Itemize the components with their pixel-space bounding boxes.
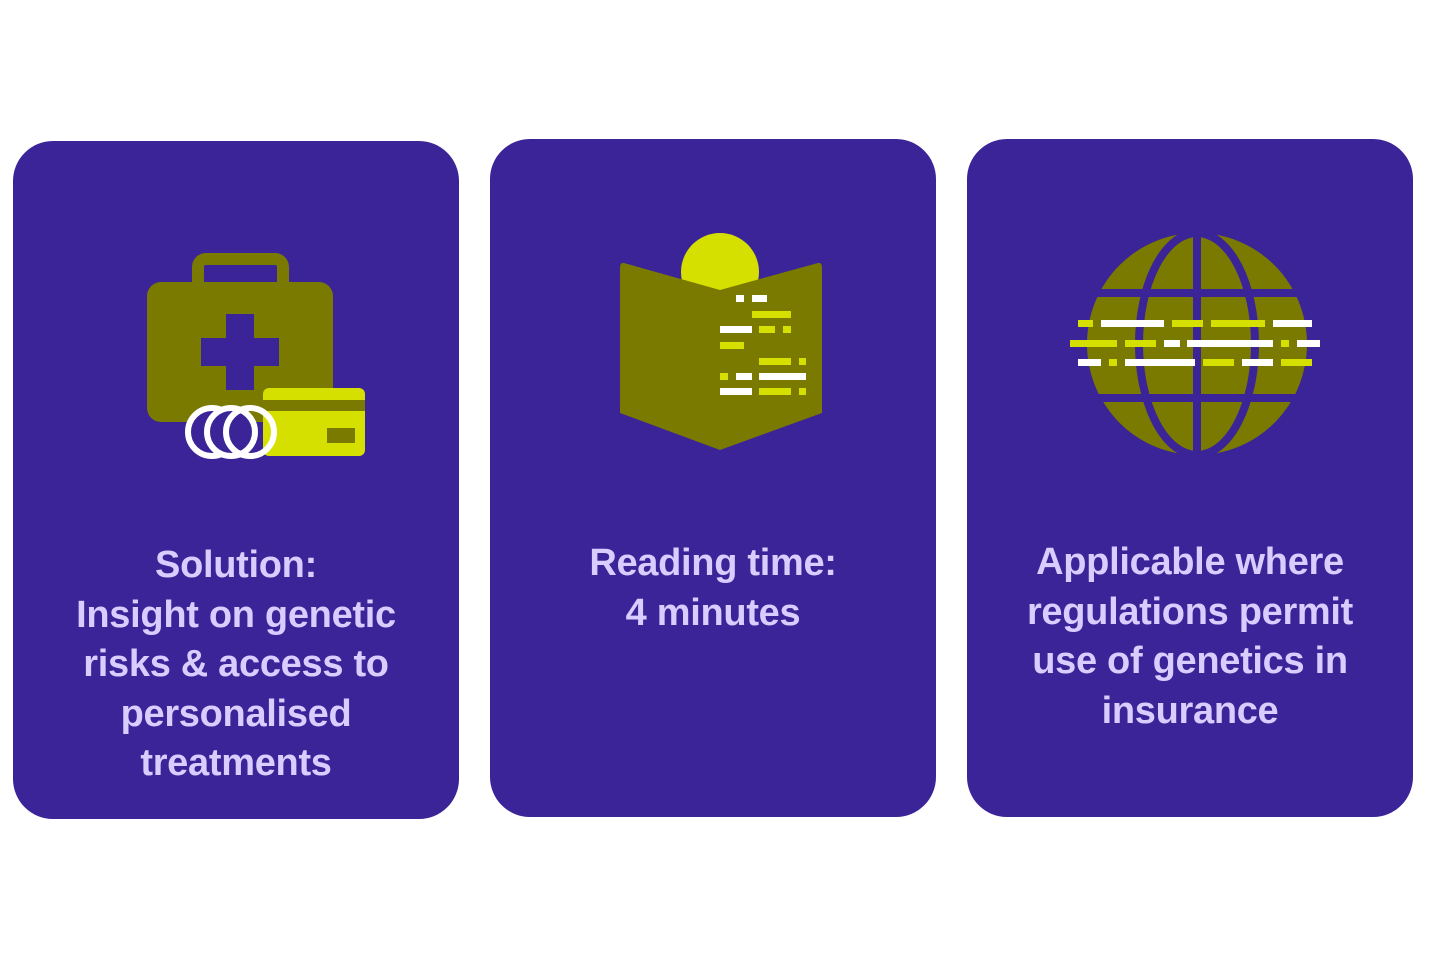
medical-kit-payment-icon — [147, 253, 365, 459]
card-text-line: use of genetics in — [1032, 640, 1348, 682]
globe-data-icon — [1070, 229, 1320, 459]
card-text-line: Reading time: — [589, 542, 837, 584]
card-text-line: treatments — [140, 742, 332, 784]
card-text-line: insurance — [1101, 689, 1279, 732]
card-text-line: regulations permit — [1026, 590, 1354, 633]
card-applicability: Applicable where regulations permit use … — [967, 139, 1413, 817]
card-text-line: Solution: — [155, 544, 317, 586]
card-text-line: personalised — [120, 692, 352, 735]
card-solution: Solution: Insight on genetic risks & acc… — [13, 141, 459, 819]
card-text-line: risks & access to — [83, 643, 389, 685]
card-text-line: Applicable where — [1036, 541, 1344, 583]
reading-book-icon — [620, 233, 822, 450]
card-text-line: 4 minutes — [625, 591, 801, 634]
card-reading-time: Reading time: 4 minutes — [490, 139, 936, 817]
card-text-line: Insight on genetic — [76, 593, 396, 636]
